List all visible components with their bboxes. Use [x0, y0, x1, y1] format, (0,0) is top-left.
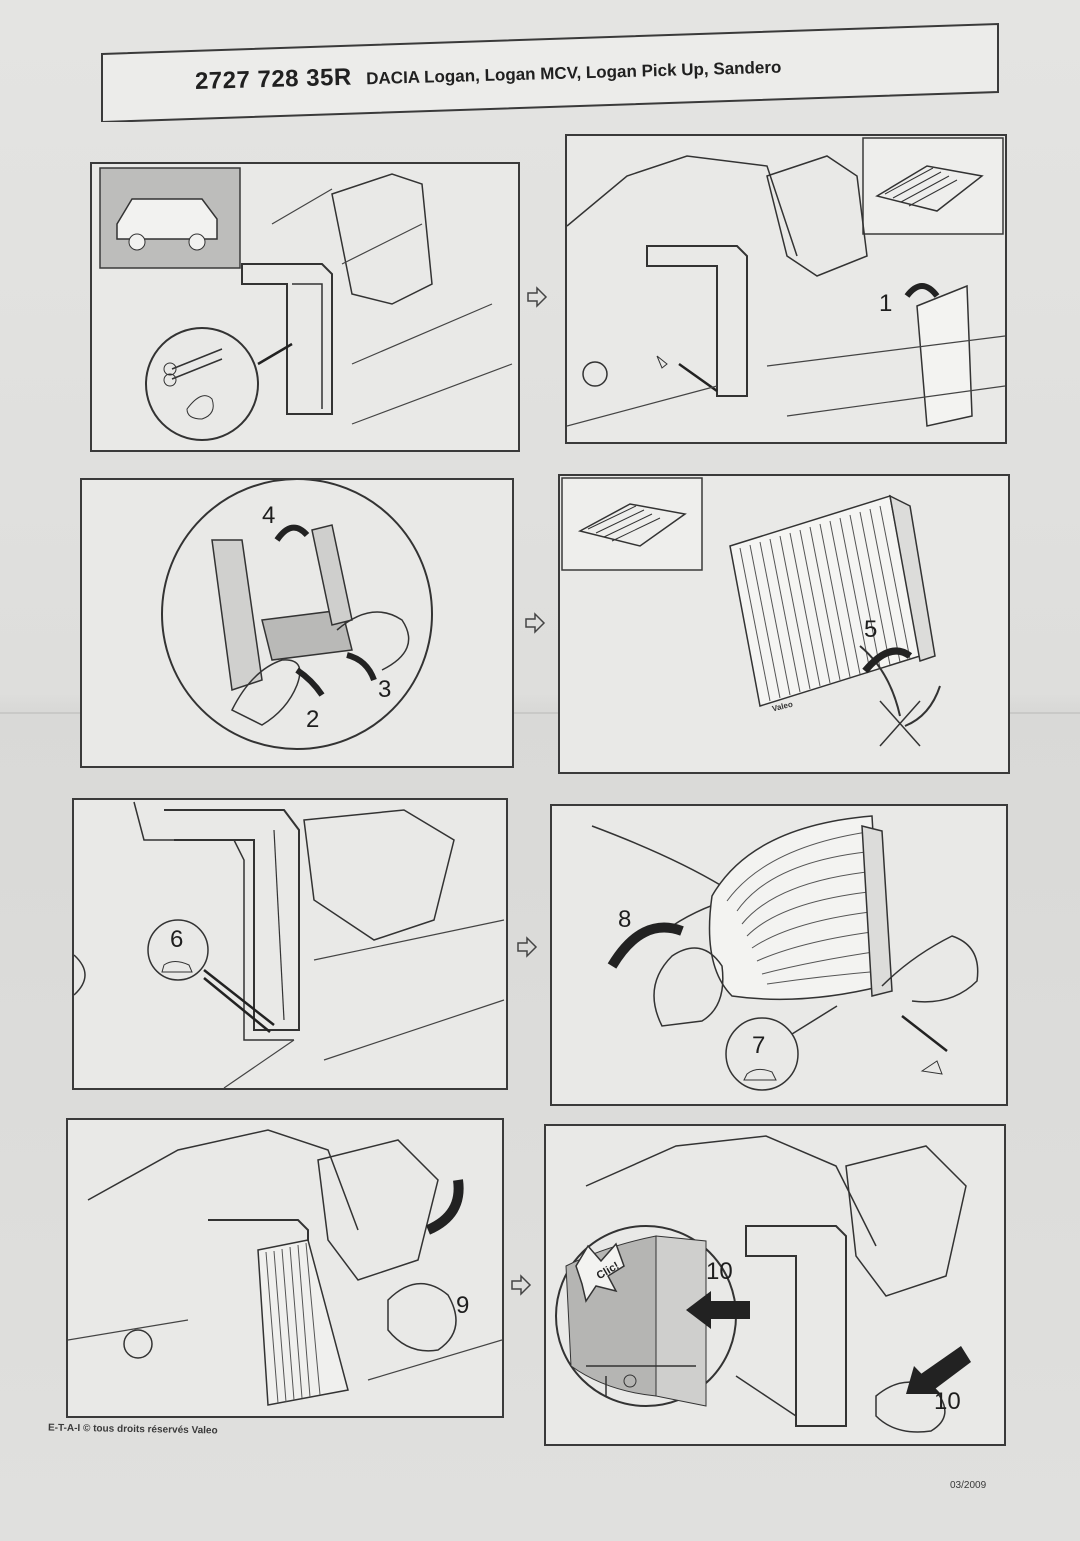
step-8-label: 8: [618, 906, 632, 933]
next-step-arrow-icon: [511, 1274, 532, 1296]
panel-6-illustration: [591, 815, 979, 1091]
panel-1-open-glovebox: [90, 162, 520, 452]
panel-8-illustration: [555, 1135, 971, 1433]
document-date: 03/2009: [950, 1480, 987, 1491]
panel-6-fold-new-filter: 8 7: [550, 804, 1008, 1106]
header-box: 2727 728 35R DACIA Logan, Logan MCV, Log…: [100, 22, 1000, 122]
next-step-arrow-icon: [527, 286, 548, 308]
step-10-label: 10: [934, 1388, 961, 1415]
panel-3-illustration: [161, 480, 433, 750]
panel-4-remove-filter: 5 Valeo: [558, 474, 1010, 774]
next-step-arrow-icon: [525, 612, 546, 634]
part-number: 2727 728 35R: [194, 63, 353, 95]
next-step-arrow-icon: [517, 936, 538, 958]
panel-3-unclip-tabs: 4 2 3: [80, 478, 514, 768]
panel-2-illustration: [567, 137, 1005, 427]
step-4-label: 4: [262, 502, 276, 529]
step-9-label: 9: [456, 1292, 470, 1319]
panel-4-illustration: [561, 477, 941, 747]
panel-7-insert-filter: 9: [66, 1118, 504, 1418]
paper-fold-line: [0, 712, 1080, 714]
panel-5-clean-housing: 6: [72, 798, 508, 1090]
step-3-label: 3: [378, 676, 392, 703]
panel-5-illustration: [74, 801, 505, 1088]
panel-8-close-cover: Clic! 10 10: [544, 1124, 1006, 1446]
step-6-label: 6: [170, 926, 184, 953]
panel-1-illustration: [99, 167, 513, 441]
step-5-label: 5: [864, 616, 878, 643]
step-2-label: 2: [306, 706, 320, 733]
header-frame: [101, 22, 999, 122]
step-10-label-inset: 10: [706, 1258, 733, 1285]
panel-2-remove-cover: 1: [565, 134, 1007, 444]
step-7-label: 7: [752, 1032, 766, 1059]
step-1-label: 1: [879, 290, 893, 317]
panel-7-illustration: [68, 1129, 502, 1406]
